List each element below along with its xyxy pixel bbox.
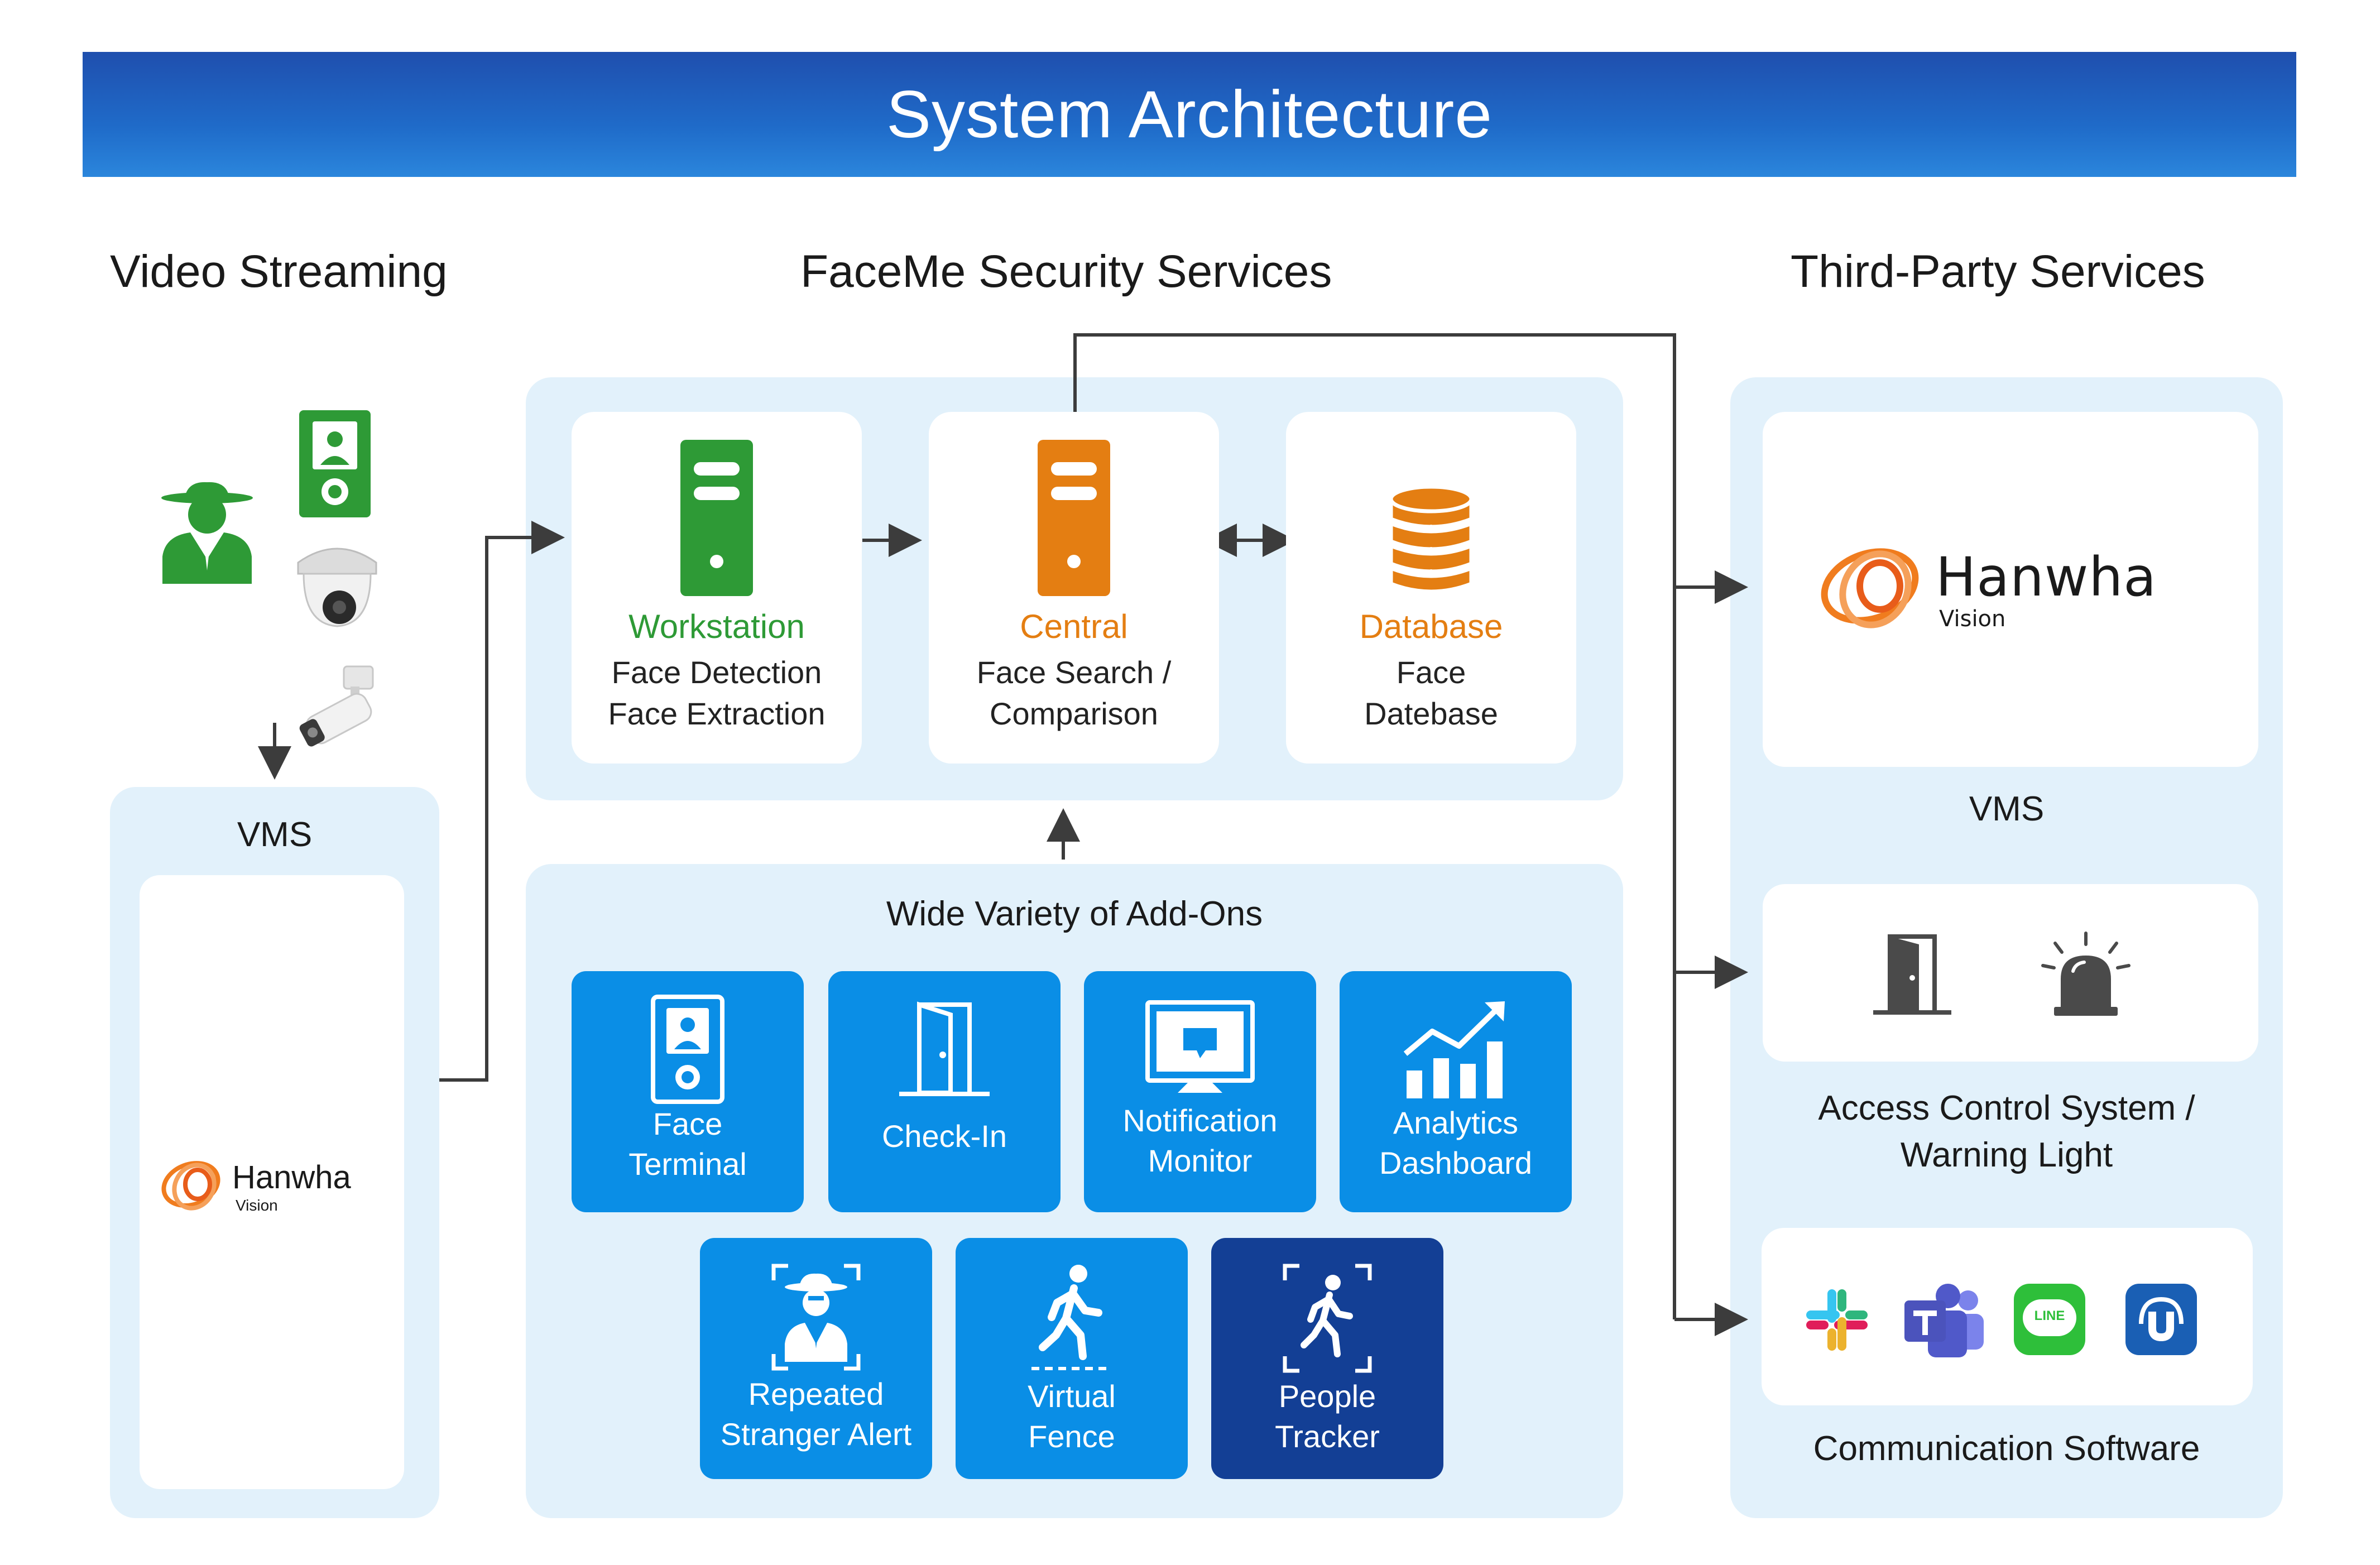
communication-label: Communication Software: [1813, 1429, 2200, 1468]
hanwha-swirl-icon: [161, 1161, 220, 1211]
column-heading-faceme-services: FaceMe Security Services: [800, 246, 1332, 297]
slack-icon: [1806, 1289, 1868, 1351]
access-control-line1: Access Control System /: [1818, 1089, 2195, 1127]
addon-people-tracker-line1: People: [1278, 1379, 1376, 1414]
stranger-icon: [771, 1264, 861, 1371]
database-cylinder-icon: [1389, 484, 1474, 594]
workstation-line1: Face Detection: [611, 655, 822, 690]
addon-people-tracker-line2: Tracker: [1275, 1419, 1380, 1454]
face-terminal-device-icon: [299, 410, 371, 517]
addon-analytics-line2: Dashboard: [1379, 1145, 1532, 1180]
addon-check-in-line1: Check-In: [881, 1118, 1007, 1154]
addon-notification-monitor: Notification Monitor: [1084, 971, 1316, 1212]
addon-virtual-fence-line1: Virtual: [1028, 1379, 1116, 1414]
addon-analytics-dashboard: Analytics Dashboard: [1340, 971, 1572, 1212]
third-party-vms-label: VMS: [1969, 790, 2045, 828]
column-heading-third-party: Third-Party Services: [1791, 246, 2205, 297]
database-card: Database Face Datebase: [1286, 412, 1576, 764]
addon-virtual-fence: Virtual Fence: [956, 1238, 1188, 1479]
hanwha-logo-right: Hanwha Vision: [1817, 536, 2208, 647]
database-title: Database: [1359, 608, 1503, 645]
walking-person-icon: [1031, 1265, 1112, 1370]
column-heading-video-streaming: Video Streaming: [110, 246, 448, 297]
hanwha-logo-left: Hanwha Vision: [159, 1149, 393, 1221]
central-title: Central: [1020, 608, 1128, 645]
line-central-to-third-party: [1073, 333, 1676, 1319]
vms-left-label: VMS: [237, 815, 313, 854]
workstation-line2: Face Extraction: [608, 696, 826, 731]
addon-analytics-line1: Analytics: [1393, 1105, 1519, 1140]
line-bubble: [2023, 1299, 2076, 1336]
addon-face-terminal-line1: Face: [652, 1106, 723, 1141]
warning-light-icon: [2041, 932, 2131, 1016]
line-app-icon: LINE: [2014, 1284, 2085, 1355]
addon-face-terminal: Face Terminal: [572, 971, 804, 1212]
central-card: Central Face Search / Comparison: [929, 412, 1219, 764]
addon-stranger-line2: Stranger Alert: [720, 1417, 912, 1452]
addon-people-tracker: People Tracker: [1211, 1238, 1443, 1479]
door-gray-icon: [1873, 934, 1951, 1015]
access-control-line2: Warning Light: [1900, 1136, 2113, 1174]
dome-camera-icon: [297, 548, 377, 627]
addon-check-in: Check-In: [828, 971, 1061, 1212]
u-app-icon: [2125, 1284, 2197, 1355]
central-line1: Face Search /: [976, 655, 1172, 690]
page-title: System Architecture: [886, 77, 1493, 152]
hanwha-swirl-large-icon: [1821, 548, 1919, 628]
tracked-person-icon: [1283, 1264, 1372, 1373]
addon-repeated-stranger-alert: Repeated Stranger Alert: [700, 1238, 932, 1479]
database-line2: Datebase: [1364, 696, 1498, 731]
database-line1: Face: [1396, 655, 1466, 690]
u-letter-icon: [2139, 1297, 2184, 1342]
central-server-icon: [1038, 440, 1110, 596]
central-line2: Comparison: [990, 696, 1158, 731]
addon-notification-monitor-line2: Monitor: [1148, 1143, 1253, 1178]
addon-face-terminal-line2: Terminal: [628, 1146, 747, 1182]
monitor-icon: [1145, 1000, 1255, 1093]
addon-stranger-line1: Repeated: [748, 1376, 884, 1412]
addon-notification-monitor-line1: Notification: [1122, 1103, 1278, 1138]
person-spy-icon: [161, 482, 253, 584]
access-control-card: [1763, 884, 2258, 1062]
addons-title: Wide Variety of Add-Ons: [886, 895, 1263, 933]
hanwha-word-right: Hanwha: [1936, 546, 2157, 608]
hanwha-word-left: Hanwha: [232, 1159, 351, 1196]
face-terminal-icon: [651, 995, 724, 1104]
hanwha-sub-left: Vision: [236, 1197, 278, 1214]
title-banner: System Architecture: [83, 52, 2296, 177]
door-icon: [899, 1001, 990, 1096]
bullet-camera-icon: [299, 665, 374, 747]
teams-icon: [1904, 1284, 1984, 1357]
workstation-title: Workstation: [628, 608, 805, 645]
workstation-card: Workstation Face Detection Face Extracti…: [572, 412, 862, 764]
analytics-icon: [1403, 1001, 1505, 1098]
workstation-server-icon: [680, 440, 753, 596]
third-party-vms-card: Hanwha Vision: [1763, 412, 2258, 767]
line-badge-text: LINE: [2034, 1308, 2065, 1323]
addon-virtual-fence-line2: Fence: [1028, 1419, 1115, 1454]
communication-card: LINE: [1762, 1228, 2253, 1405]
hanwha-sub-right: Vision: [1939, 606, 2006, 632]
arrow-vms-to-workstation: [439, 521, 565, 1082]
